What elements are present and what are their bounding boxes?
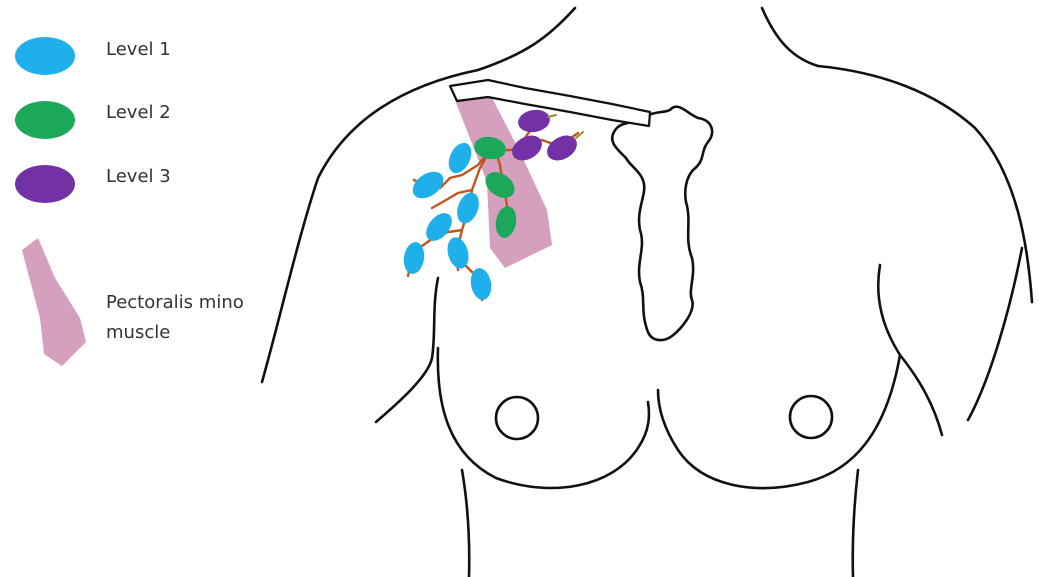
legend-label-level-1: Level 1 <box>106 38 171 61</box>
torso-outline <box>262 8 1032 577</box>
lymph-node-level-3 <box>516 107 551 134</box>
neck-right-line <box>762 8 818 66</box>
right-arm-line <box>968 248 1022 420</box>
right-lower-torso-line <box>853 470 858 577</box>
lymph-node-level-1 <box>444 235 472 271</box>
lymph-node-level-1 <box>453 190 483 227</box>
legend-label-muscle: muscle <box>106 321 170 344</box>
right-armpit-line <box>878 265 942 435</box>
sternum-outline <box>612 107 712 340</box>
lymph-node-level-1 <box>444 139 476 176</box>
right-breast-line <box>658 355 900 488</box>
legend-swatch-level-1 <box>15 37 75 75</box>
level-3-nodes <box>508 107 582 165</box>
right-nipple <box>790 396 832 438</box>
legend-label-pectoralis-minor: Pectoralis minor <box>106 291 244 314</box>
left-armpit-line <box>376 278 438 422</box>
legend-swatch-level-2 <box>15 101 75 139</box>
legend-swatch-level-3 <box>15 165 75 203</box>
left-breast-line <box>438 348 649 488</box>
legend-swatch-pectoralis-minor <box>22 238 86 366</box>
neck-left-line <box>478 8 575 70</box>
legend-label-level-3: Level 3 <box>106 165 171 188</box>
right-shoulder-line <box>818 66 1032 302</box>
left-lower-torso-line <box>462 470 469 577</box>
legend-label-level-2: Level 2 <box>106 101 171 124</box>
left-nipple <box>496 397 538 439</box>
